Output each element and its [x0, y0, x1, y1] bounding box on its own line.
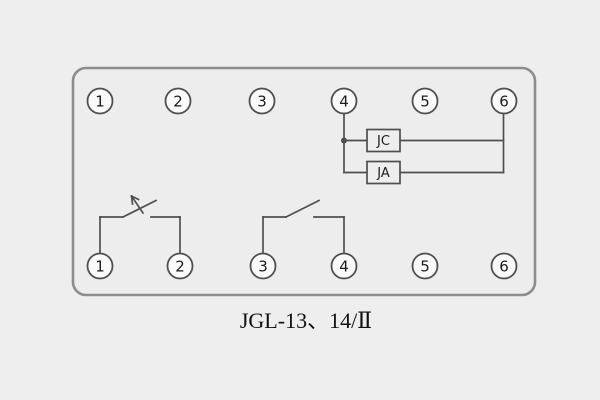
- relay-body-outline: [71, 66, 537, 297]
- terminal-top-4-circle: [330, 87, 358, 115]
- terminal-bottom-6-number: 6: [499, 258, 509, 276]
- terminal-bottom-3-number: 3: [258, 258, 268, 276]
- terminal-bottom-6-circle: [490, 252, 518, 280]
- terminal-top-6: 6: [490, 87, 518, 115]
- terminal-top-3-circle: [248, 87, 276, 115]
- terminal-bottom-2-number: 2: [175, 258, 185, 276]
- terminal-bottom-1-circle: [86, 252, 114, 280]
- terminal-bottom-4-circle: [330, 252, 358, 280]
- terminal-bottom-4: 4: [330, 252, 358, 280]
- component-ja: JA: [366, 160, 401, 185]
- terminal-bottom-6: 6: [490, 252, 518, 280]
- contact-3-4: [262, 199, 345, 255]
- terminal-top-6-number: 6: [499, 93, 509, 111]
- wiring-jc-ja: JC JA: [341, 112, 505, 185]
- terminal-bottom-5: 5: [411, 252, 439, 280]
- diagram-caption: JGL-13、14/Ⅱ: [240, 308, 372, 333]
- jc-box: [366, 128, 401, 153]
- terminal-row-top: 1 2 3 4 5 6: [86, 87, 518, 115]
- terminal-top-6-circle: [490, 87, 518, 115]
- arrow-head: [130, 194, 140, 205]
- terminal-top-4: 4: [330, 87, 358, 115]
- ja-box: [366, 160, 401, 185]
- arrow-shaft: [130, 194, 145, 215]
- terminal-bottom-5-circle: [411, 252, 439, 280]
- terminal-top-3-number: 3: [257, 93, 267, 111]
- terminal-bottom-2: 2: [166, 252, 194, 280]
- terminal-top-4-number: 4: [339, 93, 349, 111]
- terminal-top-2: 2: [164, 87, 192, 115]
- terminal-top-1-number: 1: [95, 93, 105, 111]
- terminal-bottom-3: 3: [249, 252, 277, 280]
- terminal-bottom-1-number: 1: [95, 258, 105, 276]
- jc-label: JC: [376, 134, 390, 149]
- terminal-bottom-1: 1: [86, 252, 114, 280]
- terminal-top-5-circle: [411, 87, 439, 115]
- terminal-row-bottom: 1 2 3 4 5 6: [86, 252, 518, 280]
- terminal-bottom-4-number: 4: [339, 258, 349, 276]
- terminal-top-5-number: 5: [420, 93, 430, 111]
- contact-1-2: [99, 194, 181, 255]
- terminal-bottom-5-number: 5: [420, 258, 430, 276]
- actuation-arrow-icon: [130, 194, 145, 215]
- terminal-bottom-2-circle: [166, 252, 194, 280]
- ja-label: JA: [376, 166, 390, 181]
- terminal-top-5: 5: [411, 87, 439, 115]
- terminal-top-2-number: 2: [173, 93, 183, 111]
- contact34-blade: [284, 199, 321, 219]
- terminal-top-3: 3: [248, 87, 276, 115]
- terminal-bottom-3-circle: [249, 252, 277, 280]
- terminal-top-2-circle: [164, 87, 192, 115]
- terminal-top-1: 1: [86, 87, 114, 115]
- terminal-top-1-circle: [86, 87, 114, 115]
- component-jc: JC: [366, 128, 401, 153]
